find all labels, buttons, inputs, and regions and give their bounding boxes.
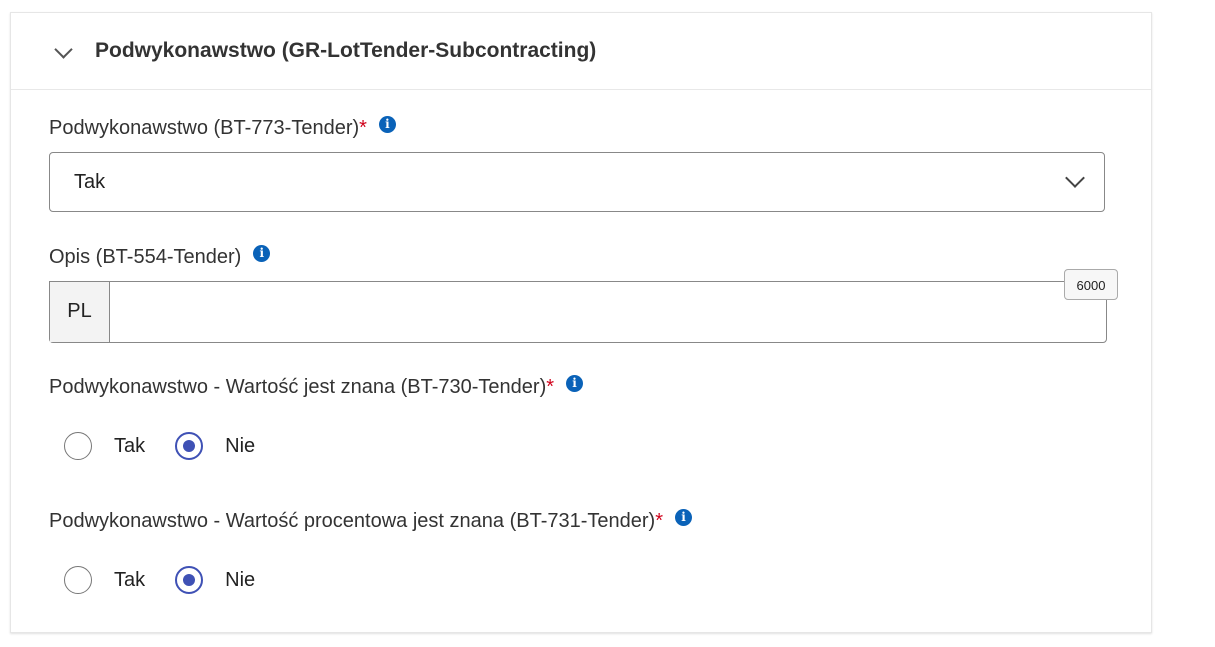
percent-known-radio-group: Tak Nie	[64, 566, 285, 594]
required-marker: *	[655, 510, 663, 532]
radio-label[interactable]: Nie	[225, 568, 256, 591]
radio-nie[interactable]	[175, 432, 204, 460]
info-icon[interactable]: i	[378, 116, 396, 133]
info-icon[interactable]: i	[566, 375, 584, 392]
section-title: Podwykonawstwo (GR-LotTender-Subcontract…	[95, 39, 597, 62]
label-text: Podwykonawstwo - Wartość procentowa jest…	[49, 510, 656, 532]
radio-tak[interactable]	[64, 566, 92, 594]
info-icon[interactable]: i	[675, 509, 692, 526]
description-label: Opis (BT-554-Tender) i	[49, 245, 271, 269]
subcontracting-select[interactable]: Tak	[49, 152, 1105, 212]
label-text: Podwykonawstwo - Wartość jest znana (BT-…	[49, 376, 547, 398]
subcontracting-section: Podwykonawstwo (GR-LotTender-Subcontract…	[10, 12, 1152, 633]
label-text: Opis (BT-554-Tender)	[49, 246, 242, 268]
selected-value: Tak	[74, 171, 106, 193]
percent-known-label: Podwykonawstwo - Wartość procentowa jest…	[49, 509, 692, 533]
chevron-down-icon[interactable]	[54, 40, 73, 59]
info-icon[interactable]: i	[253, 245, 271, 262]
radio-nie[interactable]	[175, 566, 204, 594]
value-known-label: Podwykonawstwo - Wartość jest znana (BT-…	[49, 375, 584, 399]
radio-label[interactable]: Tak	[114, 568, 146, 591]
radio-label[interactable]: Tak	[114, 434, 146, 457]
radio-label[interactable]: Nie	[225, 434, 256, 457]
label-text: Podwykonawstwo (BT-773-Tender)	[49, 117, 360, 139]
section-header[interactable]: Podwykonawstwo (GR-LotTender-Subcontract…	[11, 13, 1151, 90]
radio-tak[interactable]	[64, 432, 92, 460]
subcontracting-label: Podwykonawstwo (BT-773-Tender)* i	[49, 116, 396, 140]
required-marker: *	[546, 376, 555, 398]
description-textarea[interactable]: PL	[49, 281, 1107, 343]
required-marker: *	[359, 117, 367, 139]
chevron-down-icon	[1065, 168, 1085, 188]
language-tag: PL	[50, 282, 110, 342]
character-counter: 6000	[1064, 269, 1118, 300]
value-known-radio-group: Tak Nie	[64, 432, 285, 460]
